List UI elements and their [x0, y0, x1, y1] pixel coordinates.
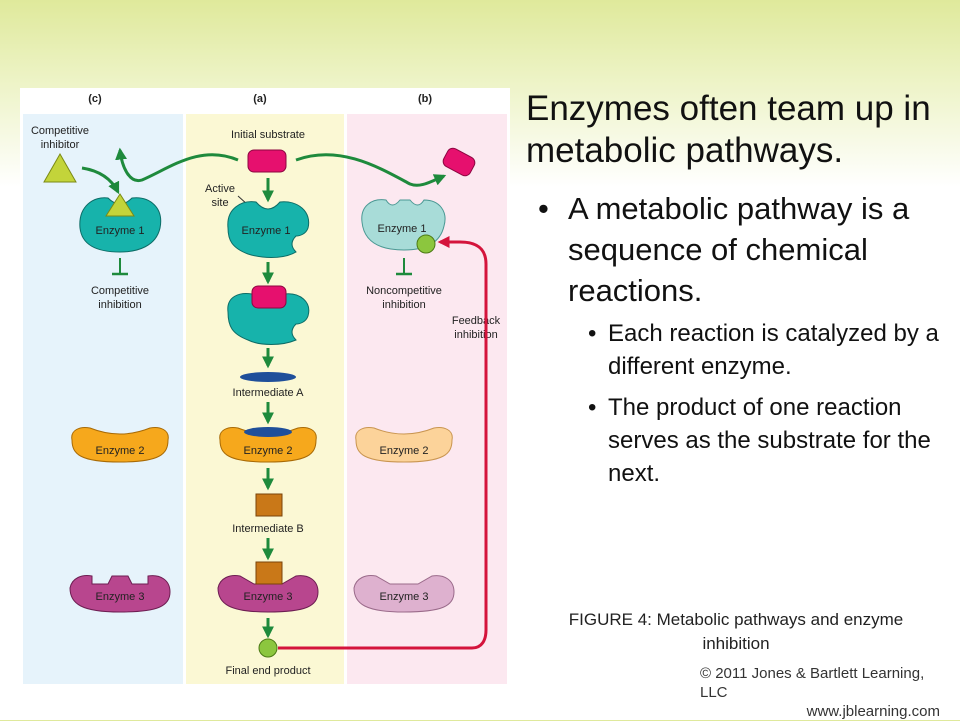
- active-site-label-1: Active: [205, 183, 235, 195]
- figure-caption: FIGURE 4: Metabolic pathways and enzyme …: [568, 610, 904, 653]
- bound-substrate: [251, 285, 287, 309]
- feedback-inhibition-label-1: Feedback: [452, 315, 501, 327]
- competitive-inhibitor-triangle: [43, 152, 77, 183]
- intermediate-a-label: Intermediate A: [233, 387, 305, 399]
- panel-b-label: (b): [418, 93, 432, 105]
- enzyme-3-c: [69, 575, 171, 613]
- enzyme-1-label-b: Enzyme 1: [378, 223, 427, 235]
- enzyme-1-a: [227, 201, 310, 258]
- intermediate-b-shape: [255, 493, 283, 517]
- enzyme-1-competitive: [79, 197, 162, 253]
- competitive-inhibition-label-2: inhibition: [98, 299, 141, 311]
- inhibitor-to-enzyme-arrow: [81, 166, 120, 195]
- initial-substrate-label: Initial substrate: [231, 129, 305, 141]
- intermediate-b-bound: [255, 561, 283, 585]
- enzyme-2-label-b: Enzyme 2: [380, 445, 429, 457]
- competitive-inhibitor-label-2: inhibitor: [41, 139, 80, 151]
- enzyme-2-label-c: Enzyme 2: [96, 445, 145, 457]
- copyright-line-2: www.jblearning.com: [806, 703, 940, 720]
- initial-substrate-shape: [247, 149, 287, 173]
- feedback-inhibition-arrow: [278, 236, 488, 650]
- panel-c-label: (c): [88, 93, 102, 105]
- slide-title: Enzymes often team up in metabolic pathw…: [526, 89, 931, 170]
- feedback-inhibition-label-2: inhibition: [454, 329, 497, 341]
- copyright-notice: © 2011 Jones & Bartlett Learning, LLC ww…: [700, 664, 950, 721]
- intermediate-a-shape: [240, 372, 296, 382]
- bullet-list: A metabolic pathway is a sequence of che…: [538, 188, 948, 498]
- noncompetitive-inhibition-label-1: Noncompetitive: [366, 285, 442, 297]
- sub-bullet-1: Each reaction is catalyzed by a differen…: [568, 317, 948, 383]
- enzyme-3-label-c: Enzyme 3: [96, 591, 145, 603]
- substrate-panel-b: [442, 147, 476, 177]
- enzyme-3-b: [353, 575, 455, 613]
- main-bullet-text: A metabolic pathway is a sequence of che…: [568, 191, 910, 308]
- active-site-label-2: site: [211, 197, 228, 209]
- sub-bullet-2: The product of one reaction serves as th…: [568, 391, 948, 490]
- enzyme-2-label-a: Enzyme 2: [244, 445, 293, 457]
- enzyme-2-a: [219, 427, 317, 463]
- enzyme-3-a: [217, 575, 319, 613]
- metabolic-pathway-figure: (c) (a) (b) Competitive inhibitor Enzyme…: [20, 88, 510, 686]
- substrate-to-noncompetitive-arrow: [295, 153, 447, 187]
- enzyme-2-b: [355, 427, 453, 463]
- panel-a-label: (a): [253, 93, 267, 105]
- enzyme-2-c: [71, 427, 169, 463]
- main-bullet: A metabolic pathway is a sequence of che…: [538, 188, 948, 490]
- inhibitor-in-site: [105, 193, 135, 217]
- enzyme-1-label-a: Enzyme 1: [242, 225, 291, 237]
- final-end-product-label: Final end product: [226, 665, 311, 677]
- sub-bullet-list: Each reaction is catalyzed by a differen…: [568, 317, 948, 490]
- intermediate-b-label: Intermediate B: [232, 523, 304, 535]
- substrate-to-competitive-arrow: [115, 147, 239, 183]
- enzyme-3-label-b: Enzyme 3: [380, 591, 429, 603]
- copyright-line-1: © 2011 Jones & Bartlett Learning, LLC: [700, 665, 925, 701]
- feedback-product-bound: [416, 234, 436, 254]
- competitive-inhibitor-label-1: Competitive: [31, 125, 89, 137]
- competitive-inhibition-label-1: Competitive: [91, 285, 149, 297]
- final-end-product-shape: [258, 638, 278, 658]
- intermediate-a-bound: [244, 427, 292, 437]
- enzyme-1-label-c: Enzyme 1: [96, 225, 145, 237]
- enzyme-3-label-a: Enzyme 3: [244, 591, 293, 603]
- noncompetitive-inhibition-label-2: inhibition: [382, 299, 425, 311]
